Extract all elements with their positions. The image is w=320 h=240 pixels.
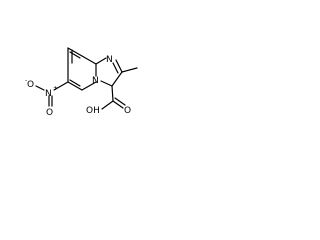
nitro-lower-oxygen-label: O [46, 108, 53, 118]
bond-c5-c6b [67, 81, 83, 91]
nitro-upper-oxygen-label: O [27, 80, 34, 90]
bond-acid-oh [101, 100, 114, 110]
bond-c6-c8a [81, 55, 97, 65]
nitro-nitrogen-label: N [45, 89, 52, 99]
bridgehead-nitrogen-label: N [92, 76, 99, 86]
bond-n1-c2 [115, 59, 123, 73]
bond-n1-c2-inner [112, 62, 119, 74]
bond-acid-co-2 [114, 97, 126, 106]
bond-c8a-n1 [95, 57, 107, 65]
bond-methyl [121, 67, 138, 73]
bond-c3-cooh [111, 85, 114, 102]
acid-hydroxyl-label: OH [86, 106, 100, 116]
nitro-nitrogen-charge: + [53, 85, 58, 92]
acid-carbonyl-oxygen-label: O [124, 106, 131, 116]
bond-c2-c3 [111, 71, 123, 87]
bond-n4-c5 [81, 81, 97, 91]
bond-c3-n4 [100, 80, 113, 87]
bond-c6-nitro [53, 81, 69, 91]
bond-nitro-o-upper [35, 85, 45, 91]
molecule-structure: N N N + O - O OH O [25, 47, 138, 118]
nitro-upper-oxygen-charge: - [25, 77, 27, 84]
bond-acid-co-1 [112, 100, 124, 109]
bond-c5-c6 [67, 47, 83, 57]
bond-c5-c6b-inner [69, 79, 81, 87]
ring-nitrogen-label: N [106, 55, 113, 65]
